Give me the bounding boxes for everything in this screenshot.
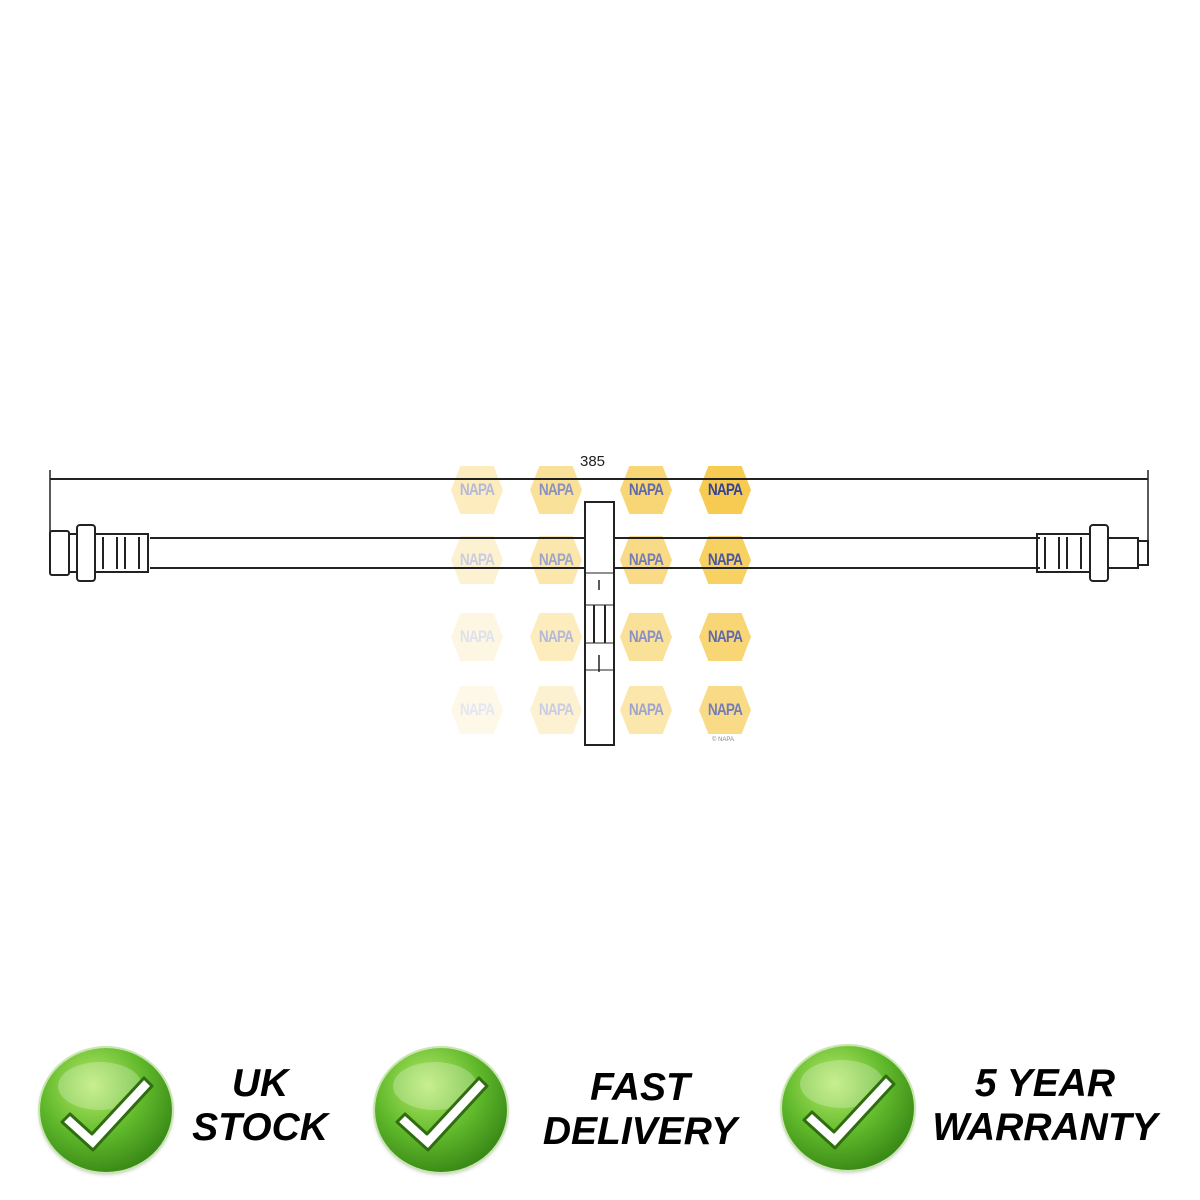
napa-logo-watermark: NAPA [451,466,503,514]
copyright-text: © NAPA [712,737,734,743]
napa-logo-watermark: NAPA [699,686,751,734]
mounting-bracket [584,501,615,746]
feature-line1: UK [231,1062,289,1105]
feature-uk-stock: UK STOCK [192,1062,328,1150]
dimension-label: 385 [580,453,606,470]
feature-fast-delivery: FAST DELIVERY [543,1066,737,1154]
feature-line2: DELIVERY [542,1110,738,1153]
napa-logo-watermark: NAPA [620,686,672,734]
napa-logo-watermark: NAPA [699,466,751,514]
napa-logo-watermark: NAPA [530,613,582,661]
napa-logo-watermark: NAPA [530,536,582,584]
checkmark-icon [393,1062,489,1152]
napa-logo-watermark: NAPA [530,466,582,514]
right-fitting [1036,524,1149,582]
feature-line2: STOCK [192,1106,328,1149]
napa-logo-watermark: NAPA [451,686,503,734]
left-fitting [49,524,149,582]
feature-line1: 5 YEAR [974,1062,1116,1105]
napa-logo-watermark: NAPA [699,536,751,584]
check-icon-warranty [782,1046,914,1170]
napa-logo-watermark: NAPA [620,536,672,584]
napa-logo-watermark: NAPA [530,686,582,734]
checkmark-icon [800,1060,896,1150]
feature-warranty: 5 YEAR WARRANTY [932,1062,1157,1150]
checkmark-icon [58,1062,154,1152]
napa-logo-watermark: NAPA [620,466,672,514]
check-icon-fast-delivery [375,1048,507,1172]
napa-logo-watermark: NAPA [620,613,672,661]
napa-logo-watermark: NAPA [699,613,751,661]
check-icon-uk-stock [40,1048,172,1172]
napa-logo-watermark: NAPA [451,536,503,584]
napa-logo-watermark: NAPA [451,613,503,661]
feature-line2: WARRANTY [932,1106,1158,1149]
feature-line1: FAST [590,1066,690,1109]
